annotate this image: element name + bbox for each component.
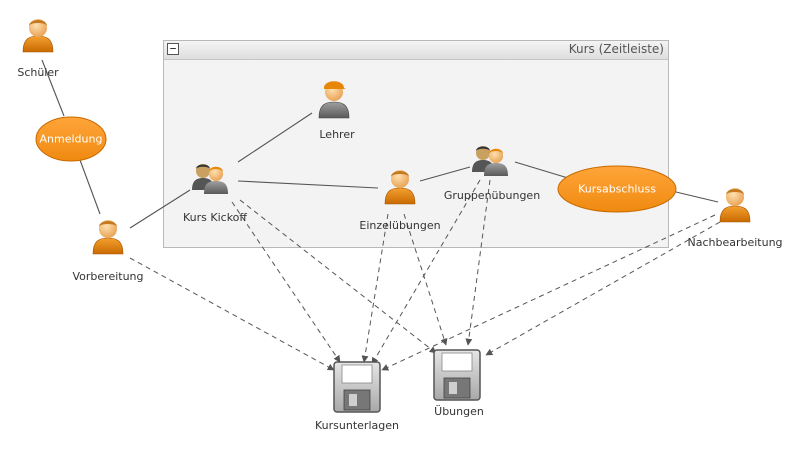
person-icon[interactable]: [22, 19, 54, 53]
group-title: Kurs (Zeitleiste): [568, 42, 664, 56]
teacher-icon[interactable]: [318, 81, 350, 119]
edge-kickoff-uebungen: [239, 199, 437, 354]
course-timeline-group[interactable]: − Kurs (Zeitleiste): [163, 40, 669, 248]
node-label-nachbearbeitung: Nachbearbeitung: [687, 236, 783, 249]
edge-vorbereitung-kickoff: [129, 189, 191, 229]
node-label-lehrer: Lehrer: [319, 128, 355, 141]
edge-einzel-gruppen: [419, 166, 471, 182]
edge-kickoff-kursunterlagen: [231, 201, 341, 363]
edge-abschluss-nachbearbeitung: [675, 191, 719, 203]
node-label-kurs-kickoff: Kurs Kickoff: [183, 211, 247, 224]
solid-edges: [41, 59, 719, 229]
event-anmeldung[interactable]: [35, 116, 107, 162]
node-label-schueler: Schüler: [17, 66, 59, 79]
edge-gruppen-uebungen: [465, 179, 491, 346]
edge-einzel-uebungen: [403, 213, 448, 346]
group-icon[interactable]: [472, 146, 508, 176]
edge-gruppen-kursunterlagen: [371, 179, 481, 365]
event-label-anmeldung: Anmeldung: [39, 132, 103, 146]
collapse-button[interactable]: −: [167, 43, 179, 55]
node-label-vorbereitung: Vorbereitung: [72, 270, 144, 283]
event-kursabschluss[interactable]: [557, 165, 677, 213]
edge-nachbearbeitung-kursunterlagen: [381, 214, 716, 371]
person-icon[interactable]: [92, 220, 124, 255]
dashed-edges: [129, 179, 721, 371]
node-label-uebungen: Übungen: [434, 405, 484, 418]
floppy-disk-icon[interactable]: [333, 361, 381, 413]
edge-vorbereitung-kursunterlagen: [129, 257, 335, 371]
group-icon[interactable]: [192, 164, 228, 194]
edge-kickoff-einzel: [237, 180, 379, 189]
edge-anmeldung-vorbereitung: [79, 159, 101, 215]
edge-kickoff-lehrer: [237, 112, 313, 163]
person-icon[interactable]: [384, 170, 416, 205]
group-header: − Kurs (Zeitleiste): [164, 41, 668, 60]
edge-nachbearbeitung-uebungen: [485, 221, 721, 356]
edge-einzel-kursunterlagen: [361, 213, 389, 363]
edge-schueler-anmeldung: [41, 59, 65, 117]
node-label-kursunterlagen: Kursunterlagen: [315, 419, 399, 432]
person-icon[interactable]: [719, 188, 751, 223]
node-label-einzeluebungen: Einzelübungen: [359, 219, 441, 232]
event-label-kursabschluss: Kursabschluss: [578, 182, 656, 196]
node-label-gruppenuebungen: Gruppenübungen: [443, 189, 541, 202]
floppy-disk-icon[interactable]: [433, 349, 481, 401]
edge-gruppen-abschluss: [514, 161, 569, 179]
